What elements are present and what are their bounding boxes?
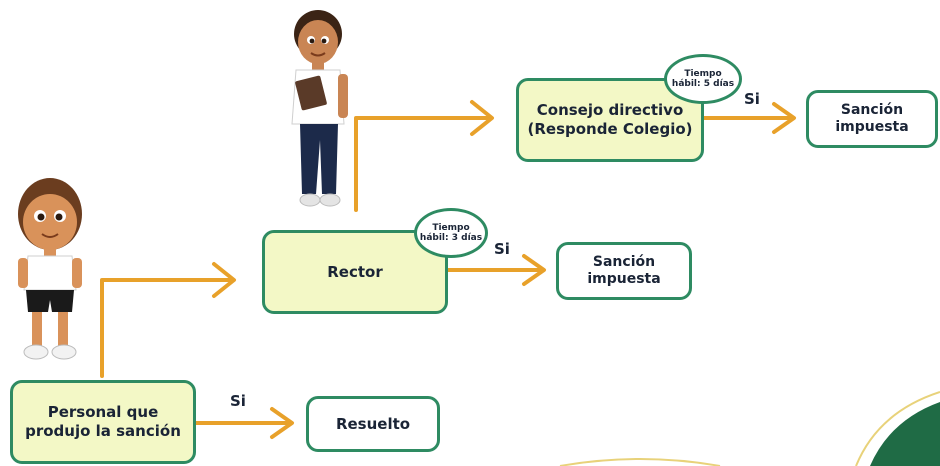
decorative-swoosh [870,402,940,466]
arrow-personal-to-rector [100,278,234,378]
time-bubble-rector: Tiempo hábil: 3 días [414,208,488,258]
decorative-swoosh-outline [855,391,940,466]
node-sancion-1-label: Sanción impuesta [587,253,661,288]
arrow-rector-to-consejo [354,116,492,212]
time-bubble-rector-label: Tiempo hábil: 3 días [419,222,483,243]
arrow-rector-to-sancion-head [522,254,546,286]
arrow-consejo-to-sancion-head [772,102,796,134]
node-resuelto: Resuelto [306,396,440,452]
arrow-rector-to-consejo-head [470,100,494,136]
node-sancion-2-label: Sanción impuesta [835,101,909,136]
node-consejo-label: Consejo directivo (Responde Colegio) [527,101,693,138]
edge-label-si-rector: Si [494,240,510,258]
edge-label-si-consejo: Si [744,90,760,108]
student-illustration [18,178,82,360]
node-resuelto-label: Resuelto [335,414,411,433]
node-sancion-2: Sanción impuesta [806,90,938,148]
arrow-personal-to-resuelto-head [270,407,294,439]
node-sancion-1: Sanción impuesta [556,242,692,300]
time-bubble-consejo: Tiempo hábil: 5 días [664,54,742,104]
arrow-personal-to-rector-head [212,262,236,298]
rector-illustration [291,10,348,207]
node-personal-label: Personal que produj​o la sanción [25,403,181,440]
decorative-arc [559,458,721,466]
node-personal: Personal que produj​o la sanción [10,380,196,464]
time-bubble-consejo-label: Tiempo hábil: 5 días [671,68,735,89]
node-rector-label: Rector [327,262,383,281]
edge-label-si-resuelto: Si [230,392,246,410]
